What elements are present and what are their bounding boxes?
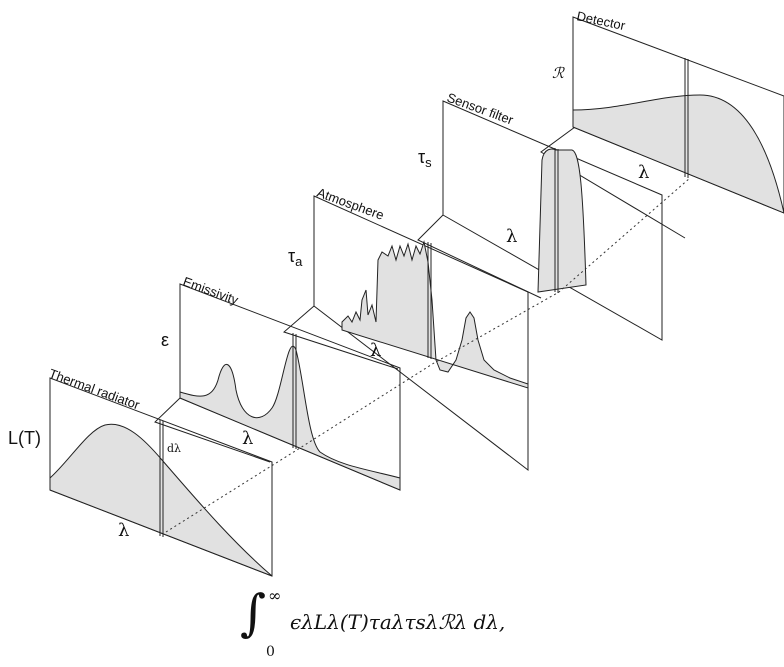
detector-ylabel: ℛ xyxy=(552,64,565,82)
thermal-radiator-band-label: dλ xyxy=(167,442,181,455)
optical-path-line xyxy=(165,177,691,533)
detector-title: Detector xyxy=(575,8,627,33)
thermal-radiator-xlabel: λ xyxy=(118,520,129,541)
integral-sign: ∫ xyxy=(240,584,267,642)
atmosphere-title: Atmosphere xyxy=(315,185,386,223)
sensor-filter-xlabel: λ xyxy=(506,226,517,247)
integrand: ϵλLλ(T)τaλτsλℛλ dλ, xyxy=(290,610,506,634)
panel-detector: Detector ℛ λ xyxy=(540,8,784,239)
panel-atmosphere: Atmosphere τa λ xyxy=(283,185,529,472)
measurement-integral-formula: ∫ ∞ 0 ϵλLλ(T)τaλτsλℛλ dλ, xyxy=(240,584,640,660)
atmosphere-ylabel: τa xyxy=(288,246,303,269)
emissivity-title: Emissivity xyxy=(181,274,241,308)
detector-xlabel: λ xyxy=(638,162,649,183)
sensor-filter-title: Sensor filter xyxy=(445,90,516,128)
emissivity-xlabel: λ xyxy=(242,428,253,449)
thermal-radiator-title: Thermal radiator xyxy=(47,366,142,413)
emissivity-ylabel: ε xyxy=(161,330,169,350)
atmosphere-xlabel: λ xyxy=(370,340,381,361)
sensor-filter-ylabel: τs xyxy=(418,147,432,170)
integral-lower-limit: 0 xyxy=(266,644,275,660)
thermal-radiator-ylabel: L(T) xyxy=(8,428,41,448)
integral-upper-limit: ∞ xyxy=(268,586,282,605)
